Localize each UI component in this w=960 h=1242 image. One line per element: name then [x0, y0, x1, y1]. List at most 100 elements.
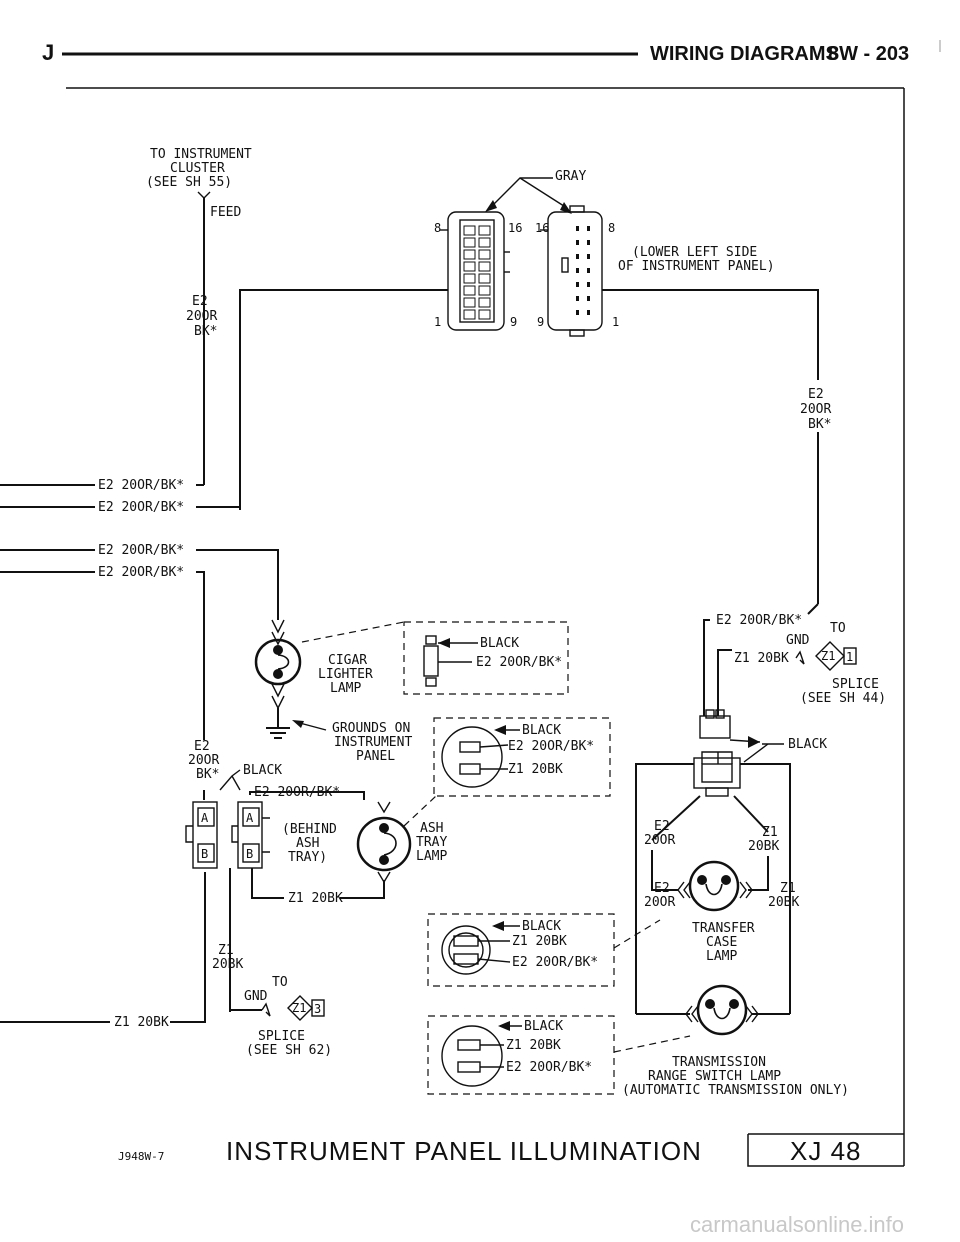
left-z1: Z1: [218, 943, 234, 958]
header-title: WIRING DIAGRAMS: [650, 43, 839, 65]
tc-e2: E2: [654, 819, 670, 834]
left-circuits: E2 20OR BK* BLACK E2 20OR/BK*: [188, 739, 365, 800]
inset-transmission-connector: BLACK Z1 20BK E2 20OR/BK*: [427, 1015, 691, 1095]
behind-label-3: TRAY): [288, 850, 327, 865]
cluster-label-1: TO INSTRUMENT: [150, 147, 252, 162]
footer-code: J948W-7: [118, 1150, 164, 1163]
left-black: BLACK: [243, 763, 282, 778]
right-e2-label: E2 20OR/BK*: [716, 613, 802, 628]
pin-a-left: A: [201, 811, 209, 825]
transfer-label-3: LAMP: [706, 949, 737, 964]
behind-label-1: (BEHIND: [282, 822, 337, 837]
female-pin-1: 1: [612, 315, 619, 329]
right-circuit-e2: E2: [808, 387, 824, 402]
instrument-cluster-feed: TO INSTRUMENT CLUSTER (SEE SH 55) FEED E…: [146, 147, 252, 485]
connector-location-2: OF INSTRUMENT PANEL): [618, 259, 775, 274]
cigar-label-1: CIGAR: [328, 653, 367, 668]
cigar-label-2: LIGHTER: [318, 667, 373, 682]
tc2-z1: Z1: [780, 881, 796, 896]
page-footer: J948W-7 INSTRUMENT PANEL ILLUMINATION XJ…: [118, 1133, 904, 1167]
splice-right-label: SPLICE: [832, 677, 879, 692]
pin-b-left: B: [201, 847, 208, 861]
ash-e2-label: E2 20OR/BK*: [254, 785, 340, 800]
tc2-e2-gauge: 20OR: [644, 895, 675, 910]
inset2-e2: E2 20OR/BK*: [508, 739, 594, 754]
splice-right-gnd: GND: [786, 633, 810, 648]
male-pin-1: 1: [434, 315, 441, 329]
splice-left-num: 3: [314, 1002, 321, 1016]
gray-connector: GRAY 8 16 1 9: [434, 169, 775, 337]
ash-lamp-label-3: LAMP: [416, 849, 447, 864]
cluster-label-2: CLUSTER: [170, 161, 225, 176]
pin-a-right: A: [246, 811, 254, 825]
inset1-black: BLACK: [480, 636, 519, 651]
transmission-label-3: (AUTOMATIC TRANSMISSION ONLY): [622, 1083, 849, 1098]
transfer-label-2: CASE: [706, 935, 737, 950]
transfer-case-lamp: TRANSFER CASE LAMP: [677, 860, 755, 964]
left-wire-1-label: E2 20OR/BK*: [98, 478, 184, 493]
grounds-label-1: GROUNDS ON: [332, 721, 410, 736]
transmission-label-1: TRANSMISSION: [672, 1055, 766, 1070]
feed-circuit-gauge: 20OR: [186, 309, 217, 324]
transmission-label-2: RANGE SWITCH LAMP: [648, 1069, 781, 1084]
footer-box: XJ 48: [790, 1136, 862, 1166]
ash-lamp-label-1: ASH: [420, 821, 443, 836]
male-pin-9: 9: [510, 315, 517, 329]
ash-z1-label: Z1 20BK: [288, 891, 343, 906]
connector-location-1: (LOWER LEFT SIDE: [632, 245, 757, 260]
tc-z1: Z1: [762, 825, 778, 840]
behind-label-2: ASH: [296, 836, 319, 851]
transfer-label-1: TRANSFER: [692, 921, 755, 936]
splice-left-to: TO: [272, 975, 288, 990]
inset4-z1: Z1 20BK: [506, 1038, 561, 1053]
inset4-e2: E2 20OR/BK*: [506, 1060, 592, 1075]
transmission-lamp: TRANSMISSION RANGE SWITCH LAMP (AUTOMATI…: [622, 984, 849, 1098]
ash-lamp-label-2: TRAY: [416, 835, 447, 850]
left-wire-2-label: E2 20OR/BK*: [98, 500, 184, 515]
right-side-circuits: E2 20OR/BK* TO GND Z1 20BK Z1 1 SPLICE (…: [635, 603, 886, 1014]
cigar-label-3: LAMP: [330, 681, 361, 696]
feed-label: FEED: [210, 205, 241, 220]
main-wires: E2 20OR BK* E2 20OR/BK* E2 20OR/BK* E2 2…: [0, 289, 831, 1030]
male-pin-8: 8: [434, 221, 441, 235]
header-page: 8W - 203: [828, 43, 909, 65]
splice-left-label: SPLICE: [258, 1029, 305, 1044]
tc2-e2: E2: [654, 881, 670, 896]
page-header: J WIRING DIAGRAMS 8W - 203: [42, 40, 941, 65]
right-black: BLACK: [788, 737, 827, 752]
inset1-e2: E2 20OR/BK*: [476, 655, 562, 670]
footer-title: INSTRUMENT PANEL ILLUMINATION: [226, 1136, 702, 1166]
inset2-black: BLACK: [522, 723, 561, 738]
inset3-black: BLACK: [522, 919, 561, 934]
grounds-label-3: PANEL: [356, 749, 395, 764]
splice-right-see: (SEE SH 44): [800, 691, 886, 706]
splice-left-see: (SEE SH 62): [246, 1043, 332, 1058]
left-wire-4-label: E2 20OR/BK*: [98, 565, 184, 580]
right-circuit-color: BK*: [808, 417, 831, 432]
inset-transfer-connector: BLACK Z1 20BK E2 20OR/BK*: [427, 913, 661, 987]
tc-e2-gauge: 20OR: [644, 833, 675, 848]
splice-right-num: 1: [846, 650, 853, 664]
connector-color-label: GRAY: [555, 169, 586, 184]
left-e2-gauge: 20OR: [188, 753, 219, 768]
splice-left-id: Z1: [292, 1001, 306, 1015]
feed-circuit-color: BK*: [194, 324, 217, 339]
watermark: carmanualsonline.info: [690, 1212, 904, 1237]
left-e2-color: BK*: [196, 767, 219, 782]
splice-right-to: TO: [830, 621, 846, 636]
page-frame: [66, 87, 905, 1166]
ab-connector-right: A B Z1 20BK (BEHIND ASH TRAY): [229, 801, 385, 1012]
ab-connector-left: A B: [185, 801, 218, 869]
inset2-z1: Z1 20BK: [508, 762, 563, 777]
male-pin-16: 16: [508, 221, 522, 235]
female-pin-8: 8: [608, 221, 615, 235]
female-pin-9: 9: [537, 315, 544, 329]
cigar-lighter-lamp: CIGAR LIGHTER LAMP GROUNDS ON INSTRUMENT…: [254, 619, 412, 764]
tc2-z1-gauge: 20BK: [768, 895, 799, 910]
cluster-label-3: (SEE SH 55): [146, 175, 232, 190]
right-z1-label: Z1 20BK: [734, 651, 789, 666]
female-pin-16: 16: [535, 221, 549, 235]
grounds-label-2: INSTRUMENT: [334, 735, 412, 750]
pin-b-right: B: [246, 847, 253, 861]
